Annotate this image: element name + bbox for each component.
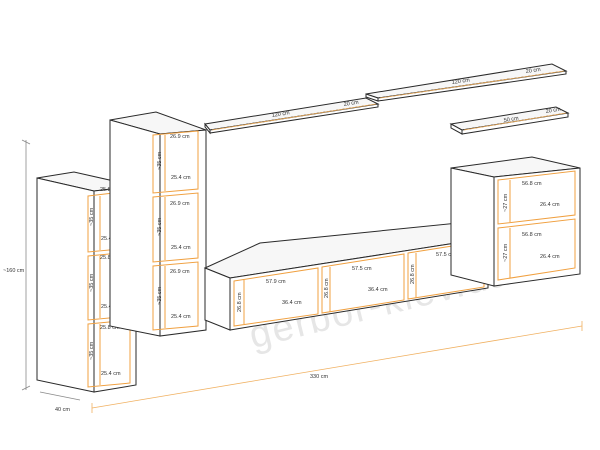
- left-cabinet-height-3: ~35 cm: [89, 341, 95, 360]
- shelf-short-depth: 20 cm: [545, 107, 561, 115]
- tv-unit-depth-2: 36.4 cm: [368, 287, 388, 293]
- overall-height-dimension: ~160 cm: [3, 139, 31, 391]
- tv-unit-height-1: 26.8 cm: [237, 292, 243, 312]
- shelf-right-depth: 20 cm: [525, 67, 541, 75]
- left-cabinet-height-1: ~35 cm: [89, 207, 95, 226]
- left-cabinet-depth-3: 25.4 cm: [101, 371, 121, 377]
- right-cabinet-height-1: ~35 cm: [157, 151, 163, 170]
- right-cabinet-height-2: ~35 cm: [157, 217, 163, 236]
- tv-unit-width-1: 57.9 cm: [266, 279, 286, 285]
- right-cabinet-width-1: 26.9 cm: [170, 134, 190, 140]
- overall-depth-label: 40 cm: [55, 407, 70, 413]
- tv-unit-depth-1: 36.4 cm: [282, 300, 302, 306]
- wall-box-width-1: 56.8 cm: [522, 181, 542, 187]
- tv-unit-height-3: 26.8 cm: [410, 264, 416, 284]
- wall-box-depth-1: 26.4 cm: [540, 202, 560, 208]
- right-cabinet-height-3: ~35 cm: [157, 286, 163, 305]
- tv-unit-width-3: 57.5 cm: [436, 252, 456, 258]
- right-cabinet-depth-2: 25.4 cm: [171, 245, 191, 251]
- shelf-long-left: 120 cm 20 cm: [204, 97, 380, 135]
- wall-box-depth-2: 26.4 cm: [540, 254, 560, 260]
- shelf-short: 50 cm 20 cm: [449, 106, 570, 135]
- shelf-short-length: 50 cm: [503, 116, 519, 124]
- tv-unit: 57.9 cm 36.4 cm 26.8 cm 57.5 cm 36.4 cm …: [203, 219, 489, 331]
- tv-unit-height-2: 26.8 cm: [324, 278, 330, 298]
- overall-width-label: 330 cm: [310, 374, 328, 380]
- shelf-right-length: 120 cm: [451, 77, 470, 86]
- overall-width-dimension: 330 cm: [91, 321, 583, 413]
- wall-box-height-1: ~27 cm: [503, 193, 509, 212]
- left-cabinet-width-3: 25.8 cm: [100, 325, 120, 331]
- right-cabinet-width-2: 26.9 cm: [170, 201, 190, 207]
- wall-box-cabinet: 56.8 cm ~27 cm 26.4 cm 56.8 cm ~27 cm 26…: [450, 156, 581, 287]
- shelf-left-length: 120 cm: [271, 110, 290, 119]
- tv-unit-width-2: 57.5 cm: [352, 266, 372, 272]
- right-cabinet-width-3: 26.9 cm: [170, 269, 190, 275]
- right-cabinet-depth-3: 25.4 cm: [171, 314, 191, 320]
- wall-box-width-2: 56.8 cm: [522, 232, 542, 238]
- right-cabinet-depth-1: 25.4 cm: [171, 175, 191, 181]
- wall-box-height-2: ~27 cm: [503, 243, 509, 262]
- overall-depth-dimension: 40 cm: [39, 391, 81, 413]
- left-cabinet-height-2: ~35 cm: [89, 273, 95, 292]
- overall-height-label: ~160 cm: [3, 268, 25, 274]
- right-tall-cabinet: 26.9 cm ~35 cm 25.4 cm 26.9 cm ~35 cm 25…: [109, 111, 207, 337]
- shelf-left-depth: 20 cm: [343, 100, 359, 108]
- shelf-long-right: 120 cm 20 cm: [365, 63, 568, 102]
